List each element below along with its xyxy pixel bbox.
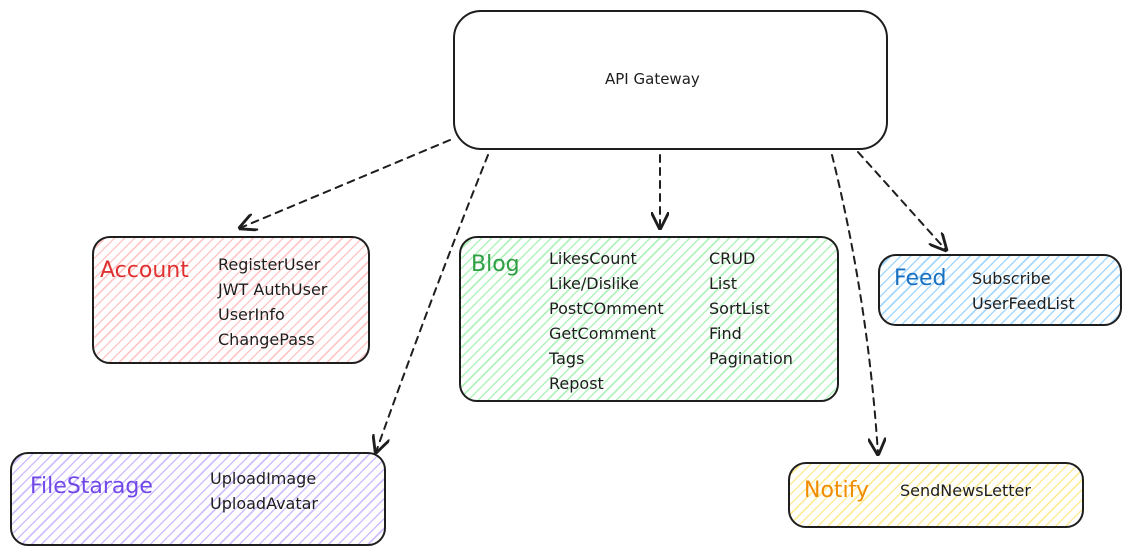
list-item: ChangePass: [218, 330, 315, 349]
account-title: Account: [100, 258, 189, 283]
list-item: Find: [709, 324, 742, 343]
arrow-gateway-to-feed: [857, 151, 946, 250]
account-items: RegisterUser JWT AuthUser UserInfo Chang…: [218, 252, 327, 352]
blog-items-col2: CRUD List SortList Find Pagination: [709, 246, 793, 371]
blog-title: Blog: [471, 252, 520, 277]
arrow-gateway-to-filestorage: [376, 154, 489, 452]
list-item: JWT AuthUser: [218, 280, 328, 299]
list-item: UserFeedList: [972, 294, 1075, 313]
notify-node[interactable]: Notify SendNewsLetter: [788, 462, 1084, 528]
list-item: LikesCount: [549, 249, 637, 268]
account-node[interactable]: Account RegisterUser JWT AuthUser UserIn…: [92, 236, 370, 364]
list-item: Tags: [549, 349, 585, 368]
filestorage-title: FileStarage: [30, 474, 153, 499]
list-item: SortList: [709, 299, 770, 318]
arrow-gateway-to-notify: [831, 154, 878, 454]
notify-title: Notify: [804, 478, 870, 503]
feed-items: Subscribe UserFeedList: [972, 266, 1075, 316]
filestorage-items: UploadImage UploadAvatar: [210, 466, 318, 516]
blog-items-col1: LikesCount Like/Dislike PostCOmment GetC…: [549, 246, 664, 396]
list-item: CRUD: [709, 249, 756, 268]
list-item: SendNewsLetter: [900, 481, 1031, 500]
arrow-gateway-to-account: [240, 139, 451, 228]
notify-items: SendNewsLetter: [900, 478, 1031, 503]
list-item: Repost: [549, 374, 604, 393]
list-item: Pagination: [709, 349, 793, 368]
list-item: UserInfo: [218, 305, 285, 324]
feed-title: Feed: [894, 266, 947, 291]
api-gateway-node[interactable]: API Gateway: [453, 10, 888, 150]
list-item: GetComment: [549, 324, 656, 343]
list-item: Subscribe: [972, 269, 1051, 288]
filestorage-node[interactable]: FileStarage UploadImage UploadAvatar: [10, 452, 386, 546]
list-item: UploadAvatar: [210, 494, 318, 513]
blog-node[interactable]: Blog LikesCount Like/Dislike PostCOmment…: [459, 236, 839, 402]
list-item: PostCOmment: [549, 299, 664, 318]
feed-node[interactable]: Feed Subscribe UserFeedList: [878, 254, 1122, 326]
list-item: Like/Dislike: [549, 274, 639, 293]
list-item: RegisterUser: [218, 255, 321, 274]
api-gateway-label: API Gateway: [605, 70, 700, 88]
list-item: List: [709, 274, 737, 293]
list-item: UploadImage: [210, 469, 317, 488]
